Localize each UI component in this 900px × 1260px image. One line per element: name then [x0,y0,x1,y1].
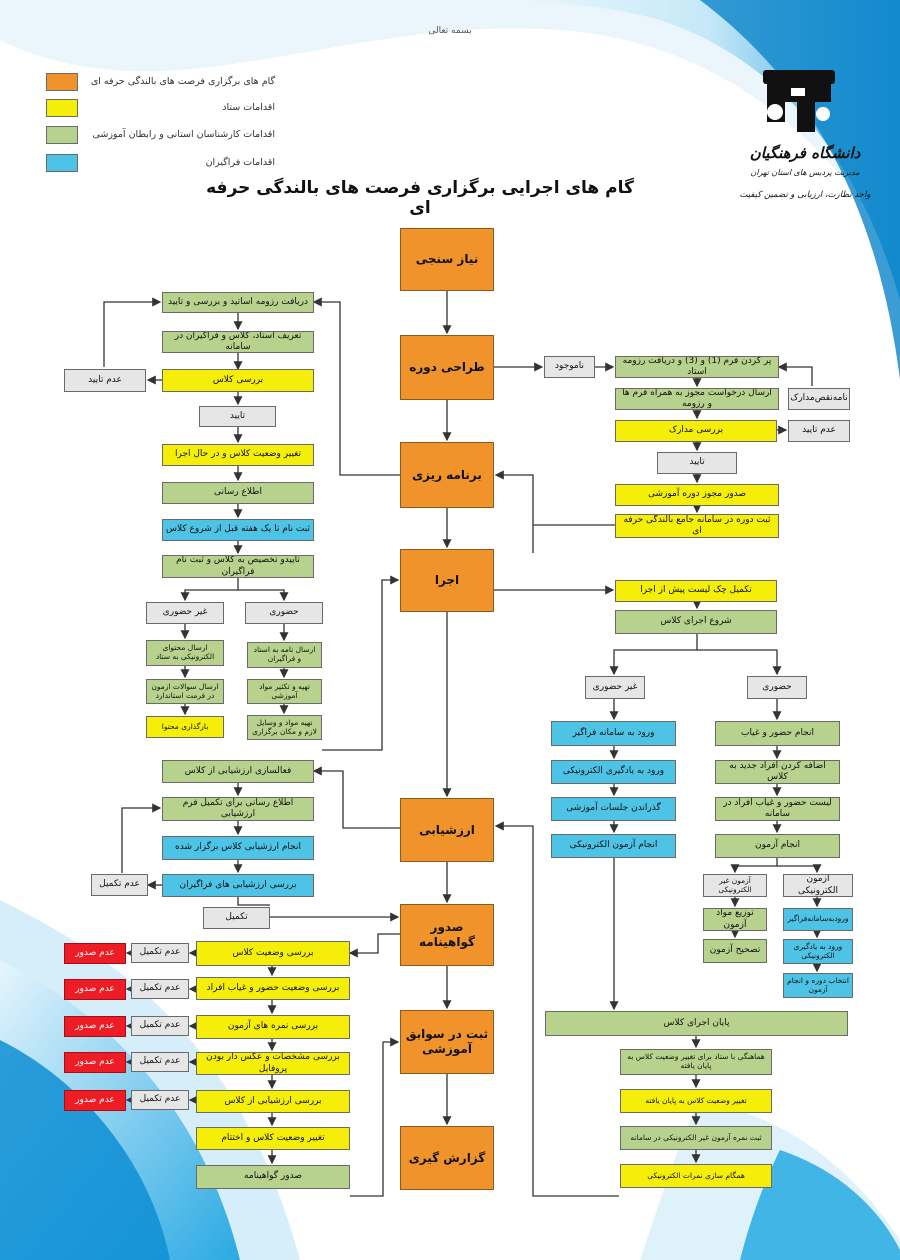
attendance-box[interactable]: انجام حضور و غیاب [715,721,840,746]
legend-label-orange: گام های برگزاری فرصت های بالندگی حرفه ای [90,76,275,87]
cert-incomplete-5[interactable]: عدم تکمیل [131,1090,189,1110]
not-approved-box[interactable]: عدم تایید [64,369,146,392]
prepare-tools-box[interactable]: تهیه مواد و وسایل لازم و مکان برگزاری [247,715,322,740]
distribute-box[interactable]: توزیع مواد آزمون [703,908,767,931]
design-not-approved-box[interactable]: عدم تایید [788,420,850,442]
missing-box[interactable]: ناموجود [544,356,595,378]
review-eval-box[interactable]: بررسی ارزشیابی های فراگیران [162,874,314,897]
attendance-list-box[interactable]: لیست حضور و غیاب افراد در سامانه [715,797,840,821]
cert-incomplete-2[interactable]: عدم تکمیل [131,979,189,999]
exec-offline-box[interactable]: غیر حضوری [585,676,645,699]
register-box[interactable]: ثبت نام تا یک هفته قبل از شروع کلاس [162,519,314,541]
approved-box[interactable]: تایید [199,406,276,427]
step-design[interactable]: طراحی دوره [400,335,494,400]
step-needs[interactable]: نیاز سنجی [400,228,494,291]
cert-incomplete-4[interactable]: عدم تکمیل [131,1052,189,1072]
record-grades-box[interactable]: ثبت نمره آزمون غیر الکترونیکی در سامانه [620,1126,772,1150]
prepare-material-box[interactable]: تهیه و تکثیر مواد آموزشی [247,679,322,704]
eval-incomplete-box[interactable]: عدم تکمیل [91,874,148,896]
step-planning[interactable]: برنامه ریزی [400,442,494,508]
issue-permit-box[interactable]: صدور مجوز دوره آموزشی [615,484,779,506]
online-exam-box[interactable]: انجام آزمون الکترونیکی [551,834,676,858]
end-class-box[interactable]: پایان اجرای کلاس [545,1011,848,1036]
legend-swatch-green [46,126,78,144]
paper-exam-box[interactable]: آزمون غیر الکترونیکی [703,874,767,897]
cert-no-issue-2[interactable]: عدم صدور [64,979,126,1000]
exec-inperson-box[interactable]: حضوری [747,676,807,699]
sessions-box[interactable]: گذراندن جلسات آموزشی [551,797,676,821]
design-approved-box[interactable]: تایید [657,452,737,474]
do-eval-box[interactable]: انجام ارزشیابی کلاس برگزار شده [162,836,314,860]
start-class-box[interactable]: شروع اجرای کلاس [615,610,777,634]
exam-box[interactable]: انجام آزمون [715,834,840,858]
legend-swatch-blue [46,154,78,172]
step-evaluation[interactable]: ارزشیابی [400,798,494,862]
cert-class-status-box[interactable]: بررسی وضعیت کلاس [196,941,350,966]
add-people-box[interactable]: اضافه کردن افراد جدید به کلاس [715,760,840,784]
legend-swatch-yellow [46,99,78,117]
logo-line-3: واحد نظارت، ارزیابی و تضمین کیفیت [739,190,871,200]
change-status-box[interactable]: تغییر وضعیت کلاس و در حال اجرا [162,444,314,466]
cert-eval-box[interactable]: بررسی ارزشیابی از کلاس [196,1090,350,1113]
electronic-exam-box[interactable]: آزمون الکترونیکی [783,874,853,897]
legend-label-green: اقدامات کارشناسان استانی و رابطان آموزشی [92,129,275,140]
step-report[interactable]: گزارش گیری [400,1126,494,1190]
planning-offline-box[interactable]: غیر حضوری [146,602,224,624]
planning-inperson-box[interactable]: حضوری [245,602,323,624]
activate-eval-box[interactable]: فعالسازی ارزشیابی از کلاس [162,760,314,783]
cert-incomplete-3[interactable]: عدم تکمیل [131,1016,189,1036]
cert-grades-box[interactable]: بررسی نمره های آزمون [196,1015,350,1039]
cert-profile-box[interactable]: بررسی مشخصات و عکس دار بودن پروفایل [196,1052,350,1075]
page-title: گام های اجرایی برگزاری فرصت های بالندگی … [206,178,634,218]
send-request-box[interactable]: ارسال درخواست مجوز به همراه فرم ها و رزو… [615,388,779,410]
grade-box[interactable]: تصحیح آزمون [703,939,767,963]
assign-box[interactable]: تاییدو تخصیص به کلاس و ثبت نام فراگیران [162,555,314,578]
login2-box[interactable]: ورودبه‌سامانه‌فراگیر [783,908,853,931]
cert-incomplete-1[interactable]: عدم تکمیل [131,943,189,963]
define-class-box[interactable]: تعریف استاد، کلاس و فراگیران در سامانه [162,331,314,353]
elearning2-box[interactable]: ورود به یادگیری الکترونیکی [783,939,853,964]
elearning-box[interactable]: ورود به یادگیری الکترونیکی [551,760,676,784]
send-letter-box[interactable]: ارسال نامه به استاد و فراگیران [247,642,322,668]
eval-complete-box[interactable]: تکمیل [203,907,270,929]
cert-issue-box[interactable]: صدور گواهینامه [196,1165,350,1189]
legend-label-yellow: اقدامات ستاد [222,102,275,113]
university-logo-icon [763,70,835,132]
login-box[interactable]: ورود به سامانه فراگیر [551,721,676,746]
step-certificate[interactable]: صدور گواهینامه [400,904,494,966]
send-questions-box[interactable]: ارسال سوالات ازمون در فرمت استاندارد [146,679,224,704]
send-content-box[interactable]: ارسال محتوای الکترونیکی به ستاد [146,640,224,666]
coordinate-box[interactable]: هماهنگی با ستاد برای تغییر وضعیت کلاس به… [620,1049,772,1075]
step-record[interactable]: ثبت در سوابق آموزشی [400,1010,494,1074]
incomplete-docs-box[interactable]: نامه‌نقص‌مدارک [788,388,850,410]
cert-no-issue-3[interactable]: عدم صدور [64,1016,126,1037]
register-course-box[interactable]: ثبت دوره در سامانه جامع بالندگی حرفه ای [615,514,779,538]
inform-box[interactable]: اطلاع رسانی [162,482,314,504]
review-class-box[interactable]: بررسی کلاس [162,369,314,392]
select-exam-box[interactable]: انتخاب دوره و انجام آزمون [783,973,853,998]
inform-eval-box[interactable]: اطلاع رسانی برای تکمیل فرم ارزشیابی [162,797,314,821]
cert-no-issue-5[interactable]: عدم صدور [64,1090,126,1111]
status-done-box[interactable]: تغییر وضعیت کلاس به پایان یافته [620,1089,772,1113]
cert-attendance-box[interactable]: بررسی وضعیت حضور و غیاب افراد [196,977,350,1000]
bismillah-text: بسمه تعالی [428,26,472,36]
logo-name: دانشگاه فرهنگیان [749,144,861,162]
cert-close-box[interactable]: تغییر وضعیت کلاس و اختتام [196,1127,350,1150]
checklist-box[interactable]: تکمیل چک لیست پیش از اجرا [615,580,777,602]
fill-forms-box[interactable]: پر کردن فرم (1) و (3) و دریافت رزومه است… [615,356,779,378]
cert-no-issue-1[interactable]: عدم صدور [64,943,126,964]
logo-line-2: مدیریت پردیس های استان تهران [750,168,860,177]
cert-no-issue-4[interactable]: عدم صدور [64,1052,126,1073]
step-execution[interactable]: اجرا [400,549,494,612]
upload-content-box[interactable]: بارگذاری محتوا [146,716,224,738]
legend-swatch-orange [46,73,78,91]
check-docs-box[interactable]: بررسی مدارک [615,420,777,442]
sync-grades-box[interactable]: همگام سازی نمرات الکترونیکی [620,1164,772,1188]
legend-label-blue: اقدامات فراگیران [205,157,275,168]
receive-cv-box[interactable]: دریافت رزومه اساتید و بررسی و تایید [162,292,314,313]
